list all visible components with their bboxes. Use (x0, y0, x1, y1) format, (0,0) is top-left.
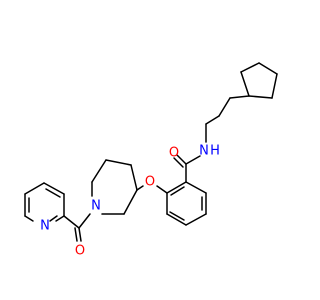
amide-group: N H O (169, 144, 220, 183)
piperidine-nitrogen-label: N (91, 199, 101, 214)
bond (63, 215, 80, 229)
piperidine-ring: N (91, 159, 138, 215)
bond (105, 159, 132, 166)
bond (258, 62, 278, 75)
ether-oxygen-label: O (145, 175, 155, 190)
bond (176, 154, 187, 165)
propyl-chain (205, 95, 250, 143)
bond (45, 188, 61, 198)
benzene-ring (166, 181, 207, 226)
pyridine-ring: N (24, 182, 65, 234)
bond (24, 182, 45, 195)
bond (78, 213, 91, 229)
bond (185, 213, 207, 226)
bond (49, 215, 58, 222)
cyclopentyl-ring (240, 62, 278, 99)
ether-linkage: O (136, 175, 168, 194)
bond (166, 213, 187, 226)
bond (248, 95, 273, 99)
amide-hydrogen-label: H (210, 144, 220, 159)
bond (43, 182, 65, 195)
bond (218, 97, 231, 117)
bond (240, 71, 250, 97)
bond (123, 189, 138, 215)
bond (74, 227, 78, 242)
bond (205, 115, 220, 125)
bond (173, 157, 184, 168)
bond (78, 227, 82, 242)
bond (170, 186, 185, 196)
bond (24, 215, 34, 222)
bond (156, 185, 168, 194)
bond (136, 185, 144, 191)
bond (166, 181, 187, 194)
bond (169, 211, 185, 221)
bond (130, 164, 138, 191)
amide-nitrogen-label: N (199, 144, 209, 159)
bond (91, 159, 107, 183)
bond (55, 215, 65, 222)
amide-oxygen-label: O (169, 146, 179, 161)
canvas-background (0, 0, 300, 300)
carbonyl-oxygen-label: O (75, 244, 85, 259)
bond (240, 62, 260, 73)
bond (271, 73, 278, 99)
bond (185, 181, 207, 194)
pyridine-nitrogen-label: N (40, 219, 50, 234)
molecule-structure-diagram: N H O O N O (0, 0, 300, 300)
bond (185, 155, 201, 165)
bond (229, 95, 250, 99)
carbonyl-linker: O (63, 213, 91, 259)
